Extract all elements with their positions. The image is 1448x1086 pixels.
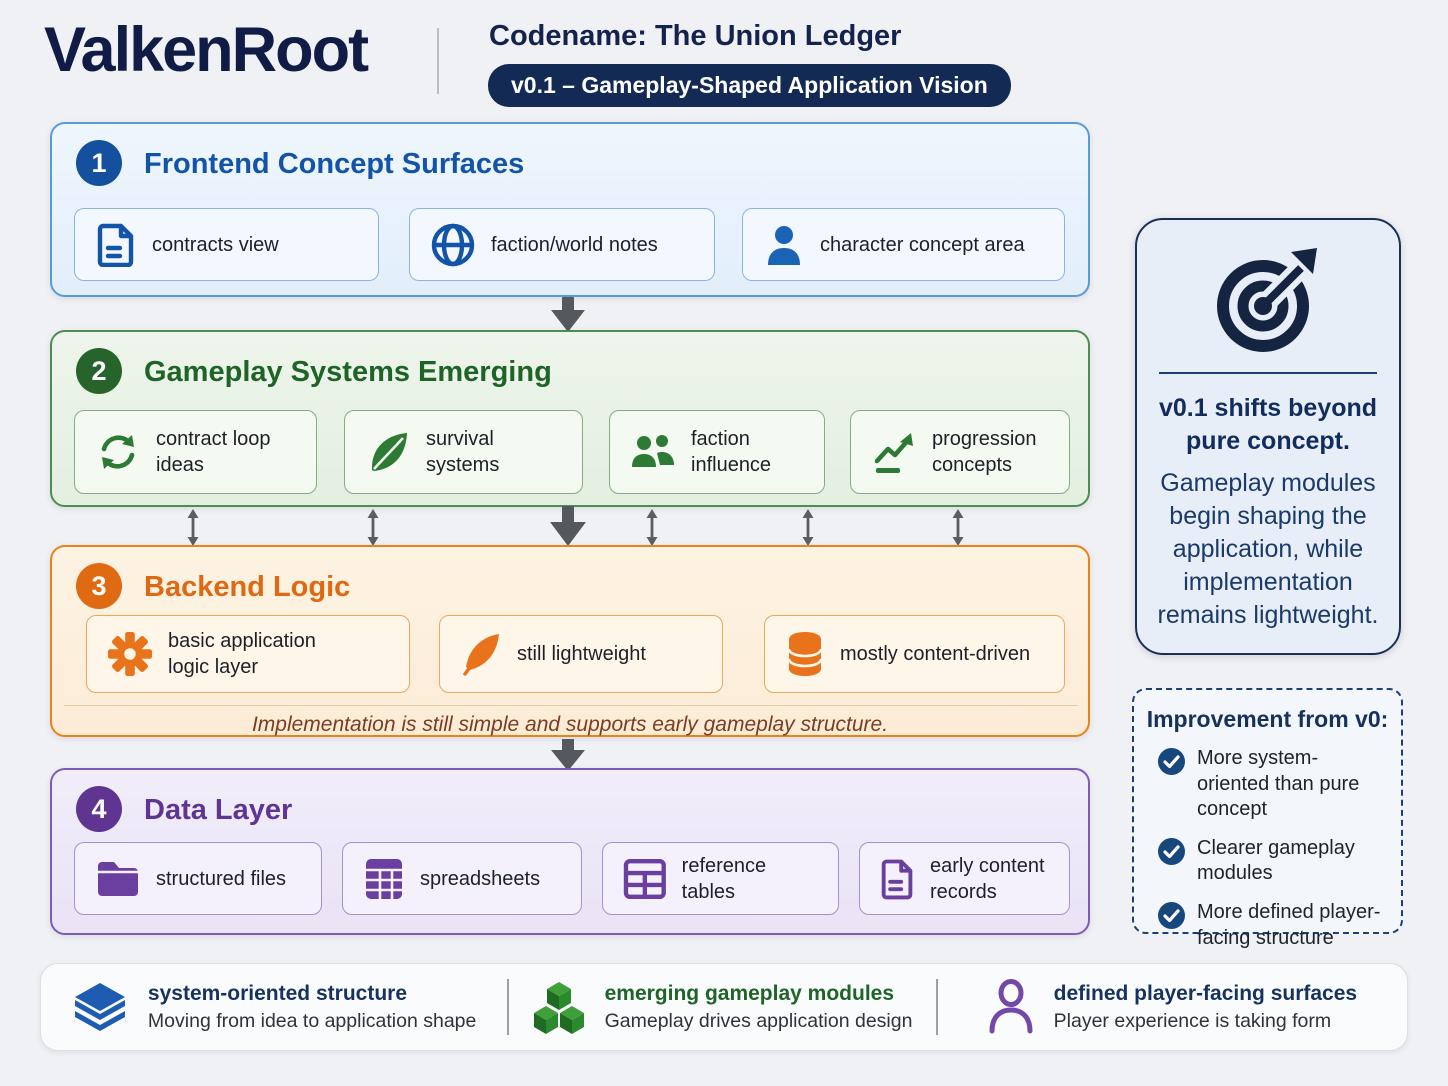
- card-contracts-view: contracts view: [74, 208, 379, 281]
- improvement-item: More defined player-facing structure: [1158, 900, 1387, 951]
- section-frontend-concept-surfaces: 1 Frontend Concept Surfaces contracts vi…: [50, 122, 1090, 297]
- card-label: character concept area: [820, 233, 1025, 256]
- footer-divider: [936, 979, 938, 1035]
- backend-note-divider: [64, 705, 1078, 706]
- card-structured-files: structured files: [74, 842, 322, 915]
- app-logo: ValkenRoot: [44, 15, 369, 85]
- footer-item-system-oriented: system-oriented structure Moving from id…: [41, 964, 507, 1050]
- card-label: contract loop ideas: [156, 428, 271, 476]
- footer-item-title: system-oriented structure: [147, 982, 407, 1006]
- check-icon: [1158, 748, 1185, 775]
- card-label: structured files: [156, 867, 287, 890]
- improvement-item-label: More defined player-facing structure: [1197, 900, 1381, 949]
- card-label: mostly content-driven: [840, 643, 1031, 665]
- layers-icon: [74, 983, 125, 1031]
- section-data-layer: 4 Data Layer structured files spreadshee…: [50, 768, 1090, 935]
- improvement-title: Improvement from v0:: [1146, 706, 1389, 732]
- card-faction-world-notes: faction/world notes: [409, 208, 715, 281]
- gear-icon: [107, 631, 153, 677]
- folder-icon: [98, 861, 138, 896]
- target-icon: [1217, 248, 1317, 352]
- footer-divider: [507, 979, 509, 1035]
- card-label: reference tables: [681, 854, 767, 903]
- section-number-badge: 2: [76, 348, 122, 394]
- cubes-icon: [533, 982, 584, 1034]
- card-label: still lightweight: [517, 643, 646, 665]
- section-title: Backend Logic: [144, 571, 351, 603]
- card-character-concept-area: character concept area: [742, 208, 1065, 281]
- check-icon: [1158, 837, 1185, 865]
- trend-up-icon: [874, 433, 913, 473]
- database-icon: [787, 632, 823, 676]
- codename-title: Codename: The Union Ledger: [489, 20, 902, 52]
- backend-note: Implementation is still simple and suppo…: [251, 713, 889, 736]
- footer-item-subtitle: Player experience is taking form: [1053, 1009, 1332, 1032]
- improvement-item: Clearer gameplay modules: [1158, 836, 1387, 887]
- footer-item-subtitle: Moving from idea to application shape: [147, 1009, 477, 1032]
- footer-item-title: defined player-facing surfaces: [1053, 982, 1358, 1006]
- spreadsheet-icon: [366, 858, 402, 899]
- users-icon: [632, 435, 674, 467]
- improvement-panel: Improvement from v0: More system-oriente…: [1132, 688, 1403, 949]
- leaf-icon: [371, 433, 407, 471]
- improvement-item-label: More system-oriented than pure concept: [1197, 747, 1360, 821]
- document-icon: [97, 223, 134, 267]
- check-icon: [1158, 901, 1185, 929]
- file-lines-icon: [881, 859, 913, 899]
- card-basic-application-logic-layer: basic application logic layer: [86, 615, 410, 693]
- card-early-content-records: early content records: [859, 842, 1070, 915]
- card-reference-tables: reference tables: [602, 842, 839, 915]
- double-arrow-icon: [367, 509, 379, 546]
- card-mostly-content-driven: mostly content-driven: [764, 615, 1065, 693]
- footer-bar: system-oriented structure Moving from id…: [40, 963, 1408, 1051]
- footer-item-gameplay-modules: emerging gameplay modules Gameplay drive…: [509, 964, 936, 1050]
- card-label: spreadsheets: [420, 867, 541, 890]
- section-title: Gameplay Systems Emerging: [144, 356, 552, 388]
- down-arrow-icon: [550, 506, 586, 546]
- card-progression-concepts: progression concepts: [850, 410, 1070, 494]
- card-spreadsheets: spreadsheets: [342, 842, 582, 915]
- double-arrow-icon: [952, 509, 964, 546]
- double-arrow-icon: [646, 509, 658, 546]
- card-contract-loop-ideas: contract loop ideas: [74, 410, 317, 494]
- globe-icon: [431, 223, 475, 266]
- card-label: early content records: [930, 854, 1045, 903]
- refresh-icon: [101, 435, 135, 469]
- panel-divider: [1159, 372, 1377, 374]
- section-number-badge: 4: [76, 786, 122, 832]
- person-icon: [768, 225, 800, 265]
- section-number-badge: 3: [76, 563, 122, 609]
- highlight-panel: v0.1 shifts beyond pure concept. Gamepla…: [1135, 218, 1401, 655]
- section-title: Frontend Concept Surfaces: [144, 148, 525, 180]
- card-faction-influence: faction influence: [609, 410, 825, 494]
- improvement-item-label: Clearer gameplay modules: [1197, 836, 1355, 885]
- footer-item-title: emerging gameplay modules: [604, 982, 895, 1006]
- card-label: faction influence: [691, 428, 772, 476]
- table-icon: [623, 858, 666, 899]
- section-gameplay-systems-emerging: 2 Gameplay Systems Emerging contract loo…: [50, 330, 1090, 507]
- card-still-lightweight: still lightweight: [439, 615, 723, 693]
- version-pill: v0.1 – Gameplay-Shaped Application Visio…: [488, 64, 1011, 107]
- card-survival-systems: survival systems: [344, 410, 583, 494]
- highlight-body: Gameplay modules begin shaping the appli…: [1157, 469, 1379, 629]
- card-label: survival systems: [426, 428, 500, 476]
- down-arrow-icon: [551, 739, 585, 771]
- card-label: contracts view: [152, 233, 279, 256]
- down-arrow-icon: [551, 297, 585, 332]
- person-outline-icon: [989, 979, 1033, 1034]
- section-backend-logic: 3 Backend Logic basic application logic …: [50, 545, 1090, 737]
- card-label: basic application logic layer: [168, 630, 316, 678]
- card-label: progression concepts: [932, 428, 1037, 476]
- feather-icon: [463, 634, 499, 676]
- highlight-title: v0.1 shifts beyond pure concept.: [1158, 394, 1378, 455]
- footer-item-player-facing: defined player-facing surfaces Player ex…: [938, 964, 1407, 1050]
- double-arrow-icon: [802, 509, 814, 546]
- section-title: Data Layer: [144, 794, 293, 826]
- card-label: faction/world notes: [491, 233, 658, 256]
- footer-item-subtitle: Gameplay drives application design: [604, 1009, 913, 1032]
- section-number-badge: 1: [76, 140, 122, 186]
- header-divider: [437, 28, 439, 94]
- improvement-item: More system-oriented than pure concept: [1158, 746, 1387, 823]
- double-arrow-icon: [187, 509, 199, 546]
